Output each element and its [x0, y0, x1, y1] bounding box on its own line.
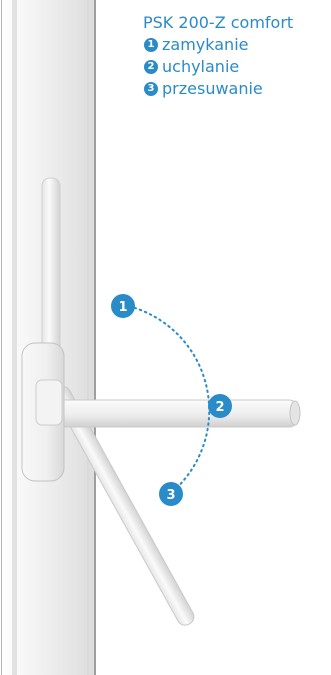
legend-item: 2 uchylanie	[143, 56, 329, 78]
position-marker-3: 3	[159, 482, 183, 506]
product-title: PSK 200-Z comfort	[143, 12, 329, 34]
legend-item: 3 przesuwanie	[143, 78, 329, 100]
position-marker-2: 2	[208, 394, 232, 418]
svg-text:3: 3	[166, 488, 175, 503]
legend-number: 3	[144, 82, 158, 96]
svg-text:2: 2	[215, 400, 224, 415]
legend-item: 1 zamykanie	[143, 34, 329, 56]
legend-number: 2	[144, 60, 158, 74]
legend-number: 1	[144, 38, 158, 52]
legend-label: przesuwanie	[162, 78, 263, 100]
legend-label: zamykanie	[162, 34, 248, 56]
rotation-arc	[124, 305, 209, 493]
svg-text:1: 1	[118, 300, 127, 315]
handle-legend: PSK 200-Z comfort 1 zamykanie 2 uchylani…	[143, 12, 329, 100]
legend-label: uchylanie	[162, 56, 239, 78]
handle-position-tilt	[56, 400, 300, 427]
position-marker-1: 1	[111, 294, 135, 318]
handle-base-plate	[22, 343, 64, 481]
